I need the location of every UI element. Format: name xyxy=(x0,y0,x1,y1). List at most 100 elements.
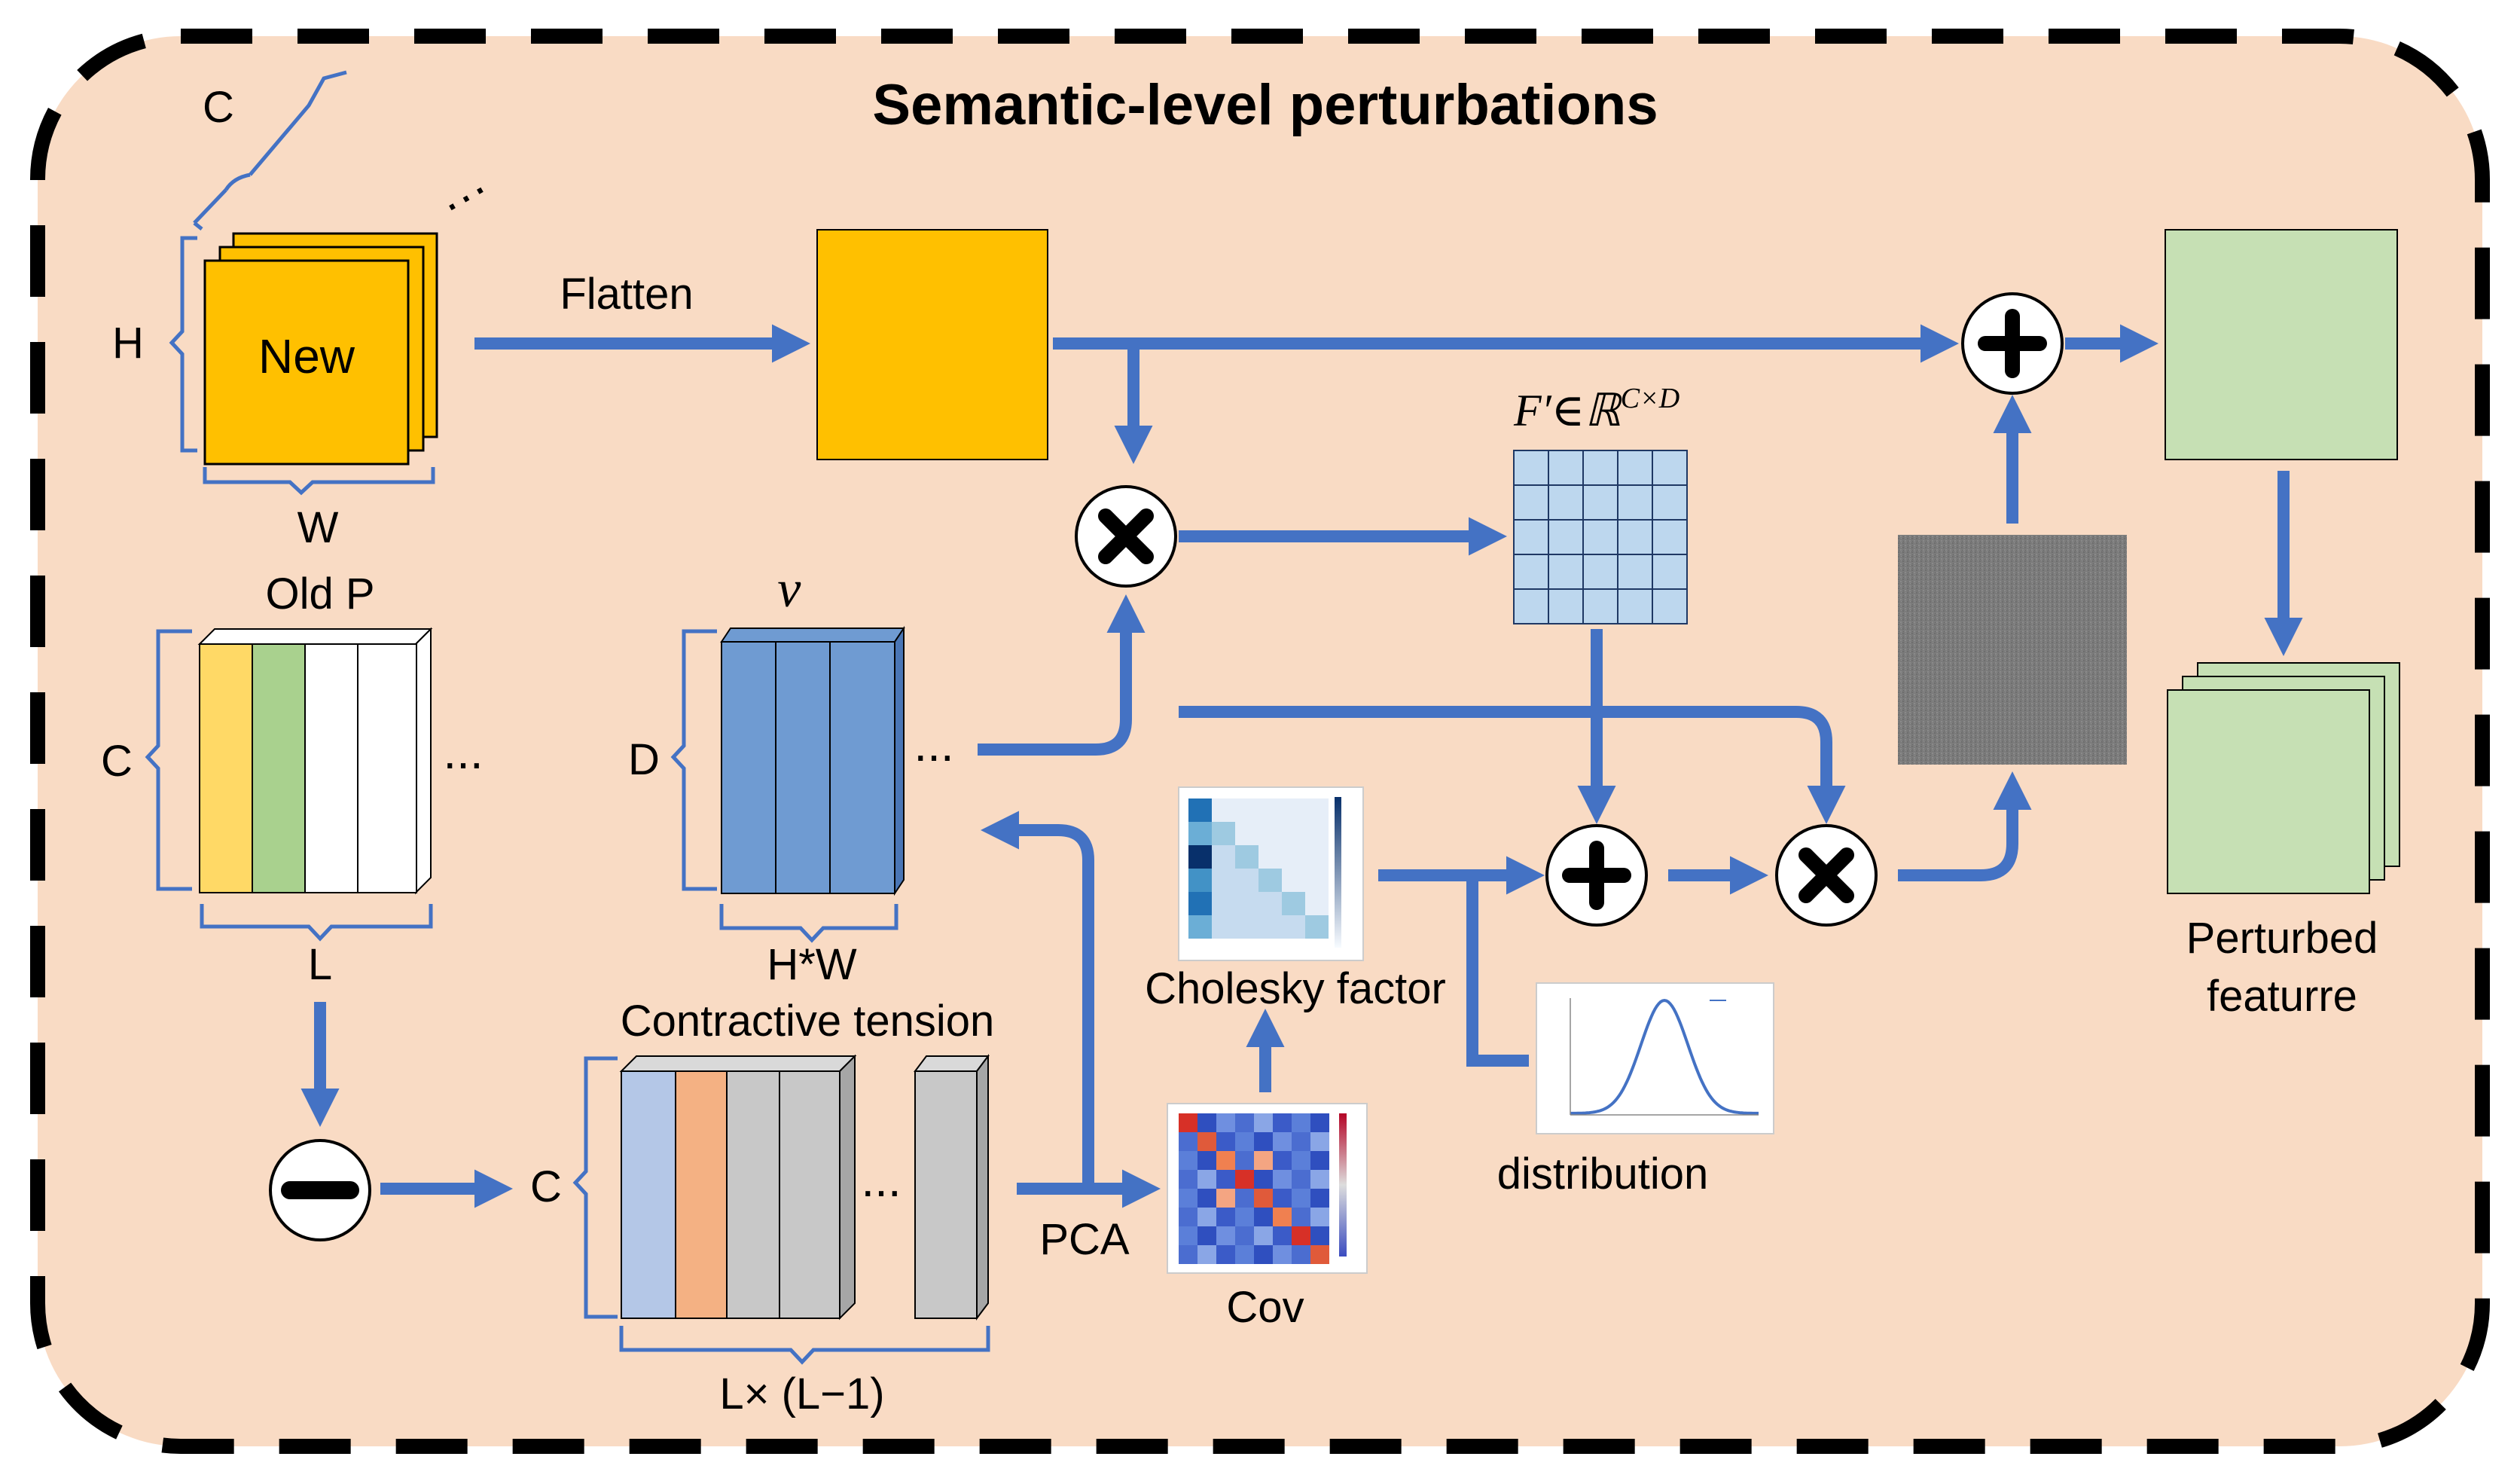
grid-cell xyxy=(1513,519,1549,555)
output-feature xyxy=(2165,229,2398,460)
cov-cell xyxy=(1310,1170,1329,1189)
cov-cell xyxy=(1273,1170,1292,1189)
cholesky-cell xyxy=(1282,892,1305,915)
circle-plus-icon xyxy=(1961,292,2064,395)
w-bracket xyxy=(203,467,435,496)
circle-plus-icon-2 xyxy=(1545,824,1648,927)
cov-cell xyxy=(1292,1226,1310,1245)
grid-cell xyxy=(1617,588,1653,624)
cov-cell xyxy=(1197,1189,1216,1208)
cov-cell xyxy=(1197,1151,1216,1170)
cholesky-cell xyxy=(1235,822,1258,845)
f-prime-superscript: C×D xyxy=(1621,383,1679,414)
grid-cell xyxy=(1582,588,1618,624)
grid-cell xyxy=(1582,450,1618,486)
cov-cell xyxy=(1216,1170,1235,1189)
grid-cell xyxy=(1513,450,1549,486)
cov-cell xyxy=(1254,1151,1273,1170)
cov-cell xyxy=(1197,1226,1216,1245)
circle-times-icon xyxy=(1075,485,1177,588)
old-p-c-label: C xyxy=(101,737,133,786)
cholesky-heatmap xyxy=(1178,786,1364,961)
cholesky-cell xyxy=(1235,892,1258,915)
cov-cell xyxy=(1216,1113,1235,1132)
cov-cell xyxy=(1292,1245,1310,1264)
cov-cell xyxy=(1197,1170,1216,1189)
c-top-label: C xyxy=(203,83,234,132)
cov-cell xyxy=(1235,1245,1254,1264)
grid-cell xyxy=(1548,519,1584,555)
cov-cell xyxy=(1197,1245,1216,1264)
cov-cell xyxy=(1254,1170,1273,1189)
cholesky-cell xyxy=(1212,892,1235,915)
times2-to-noise-arrow xyxy=(1898,771,2032,881)
f-prime-text: F′∈ℝ xyxy=(1513,386,1623,435)
grid-cell xyxy=(1513,588,1549,624)
h-label: H xyxy=(112,319,144,368)
cholesky-cell xyxy=(1305,798,1329,822)
perturbed-label-line1: Perturbed xyxy=(2186,914,2378,963)
cholesky-cell xyxy=(1212,798,1235,822)
tension-c-bracket xyxy=(572,1056,618,1319)
perturbed-label-line2: featurre xyxy=(2207,972,2357,1021)
old-p-l-bracket xyxy=(200,904,433,942)
cholesky-cell xyxy=(1235,845,1258,869)
cov-cell xyxy=(1292,1132,1310,1151)
cov-cell xyxy=(1310,1132,1329,1151)
grid-cell xyxy=(1617,554,1653,590)
cov-cell xyxy=(1254,1226,1273,1245)
cholesky-cell xyxy=(1212,869,1235,892)
grid-cell xyxy=(1652,519,1688,555)
cholesky-cell xyxy=(1305,915,1329,939)
diagram-title: Semantic-level perturbations xyxy=(872,73,1658,137)
cholesky-cell xyxy=(1235,798,1258,822)
cov-cell xyxy=(1235,1170,1254,1189)
d-label: D xyxy=(628,735,660,784)
cholesky-cell xyxy=(1188,915,1212,939)
grid-cell xyxy=(1652,484,1688,521)
cholesky-cell xyxy=(1258,915,1282,939)
cov-cell xyxy=(1273,1226,1292,1245)
cov-cell xyxy=(1216,1226,1235,1245)
old-p-label: Old P xyxy=(265,569,374,618)
cov-cell xyxy=(1197,1132,1216,1151)
cov-label: Cov xyxy=(1226,1283,1304,1332)
cov-cell xyxy=(1216,1245,1235,1264)
cholesky-cell xyxy=(1282,869,1305,892)
cholesky-cell xyxy=(1305,869,1329,892)
cov-heatmap xyxy=(1167,1103,1368,1274)
cov-cell xyxy=(1273,1113,1292,1132)
cov-cell xyxy=(1197,1208,1216,1226)
distribution-label: distribution xyxy=(1497,1150,1708,1198)
hw-bracket xyxy=(719,904,898,943)
grid-cell xyxy=(1652,588,1688,624)
pca-to-v-arrow xyxy=(981,811,1094,1189)
cholesky-cell xyxy=(1212,845,1235,869)
cholesky-cell xyxy=(1258,892,1282,915)
cov-cell xyxy=(1235,1113,1254,1132)
cov-cell xyxy=(1179,1189,1197,1208)
flatten-label: Flatten xyxy=(560,270,693,319)
cov-cell xyxy=(1310,1113,1329,1132)
d-bracket xyxy=(670,629,717,891)
distribution-plot xyxy=(1536,982,1774,1134)
v-ellipsis: ... xyxy=(914,717,953,771)
grid-cell xyxy=(1548,554,1584,590)
v-vector-label: v⃗ xyxy=(777,560,842,618)
c-bracket xyxy=(193,70,347,231)
old-p-l-label: L xyxy=(308,940,332,989)
perturbed-feature-stack xyxy=(2167,662,2400,894)
branch-to-times2-arrow xyxy=(1179,706,1846,824)
cov-cell xyxy=(1216,1208,1235,1226)
cholesky-cell xyxy=(1282,822,1305,845)
grid-cell xyxy=(1582,484,1618,521)
flattened-feature xyxy=(816,229,1048,460)
noise-square xyxy=(1898,535,2127,765)
cov-cell xyxy=(1254,1132,1273,1151)
lxl1-label: L× (L−1) xyxy=(719,1369,884,1418)
cholesky-cell xyxy=(1305,892,1329,915)
cov-cell xyxy=(1216,1151,1235,1170)
grid-cell xyxy=(1548,588,1584,624)
cov-cell xyxy=(1235,1151,1254,1170)
v-to-times-arrow xyxy=(978,594,1146,756)
